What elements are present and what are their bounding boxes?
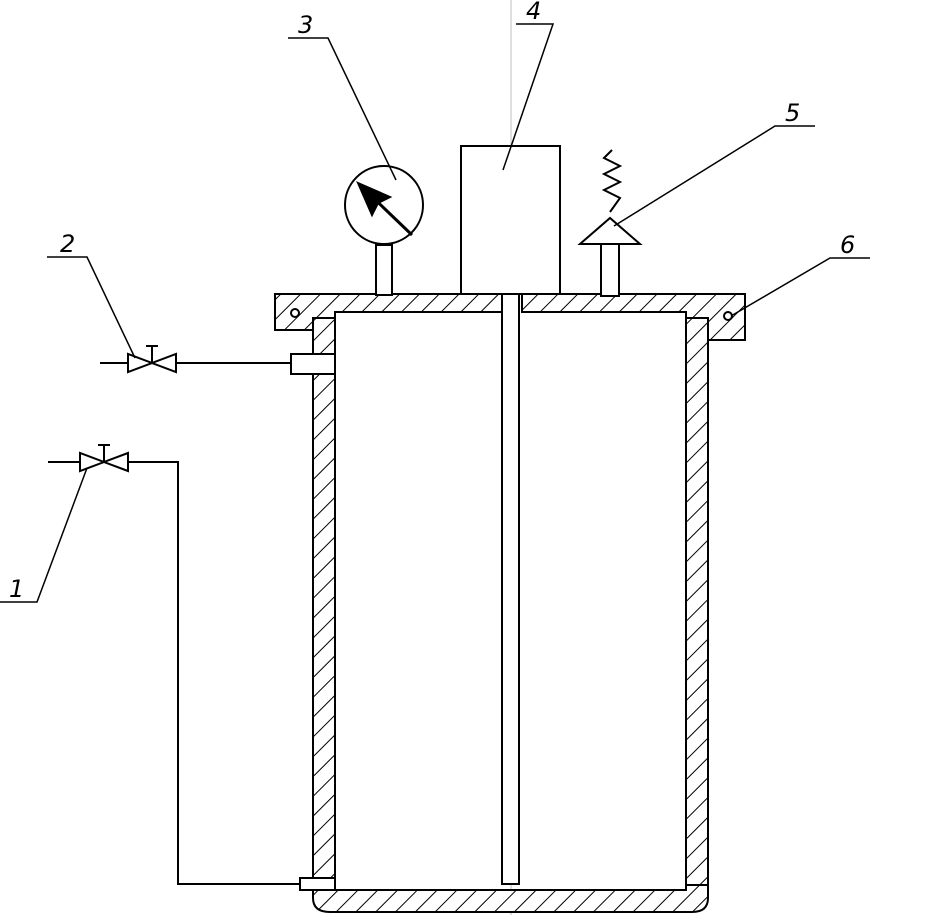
callout-1: 1 — [9, 575, 24, 603]
upper-valve-assembly — [100, 345, 336, 375]
pressure-gauge — [344, 165, 424, 296]
leader-2 — [47, 256, 136, 359]
vessel-body — [312, 311, 709, 913]
central-probe — [460, 145, 561, 885]
vessel-right-wall — [685, 311, 709, 888]
callout-3: 3 — [298, 11, 313, 39]
lower-pipe — [128, 461, 300, 885]
safety-valve-spring — [601, 149, 623, 213]
probe-rod — [501, 293, 520, 885]
safety-valve — [577, 149, 643, 297]
lower-valve-right-wedge — [101, 451, 129, 473]
left-bolt — [290, 308, 300, 318]
lower-valve-assembly — [48, 444, 336, 891]
leader-1 — [0, 467, 88, 603]
callout-leaders — [0, 23, 870, 603]
gauge-stem — [375, 244, 393, 296]
callout-2: 2 — [60, 230, 75, 258]
leader-5 — [613, 125, 815, 227]
upper-valve-right-wedge — [149, 352, 177, 374]
callout-6: 6 — [840, 231, 855, 259]
lower-pipe-fitting — [299, 877, 336, 891]
lid-right — [521, 293, 746, 341]
upper-pipe-fitting — [290, 353, 336, 375]
lid-left — [274, 293, 509, 331]
vessel-bottom — [312, 884, 709, 913]
safety-valve-stem — [600, 243, 620, 297]
safety-valve-cone — [577, 216, 643, 245]
gauge-needle-arrow — [356, 181, 393, 218]
upper-valve-left-wedge — [127, 352, 155, 374]
callout-4: 4 — [526, 0, 541, 25]
leader-4 — [502, 23, 555, 171]
leader-6 — [730, 257, 870, 317]
right-bolt — [723, 311, 733, 321]
leader-3 — [288, 37, 397, 181]
vessel-left-wall — [312, 311, 336, 888]
callout-5: 5 — [785, 99, 800, 127]
probe-housing — [460, 145, 561, 295]
lower-valve-left-wedge — [79, 451, 107, 473]
